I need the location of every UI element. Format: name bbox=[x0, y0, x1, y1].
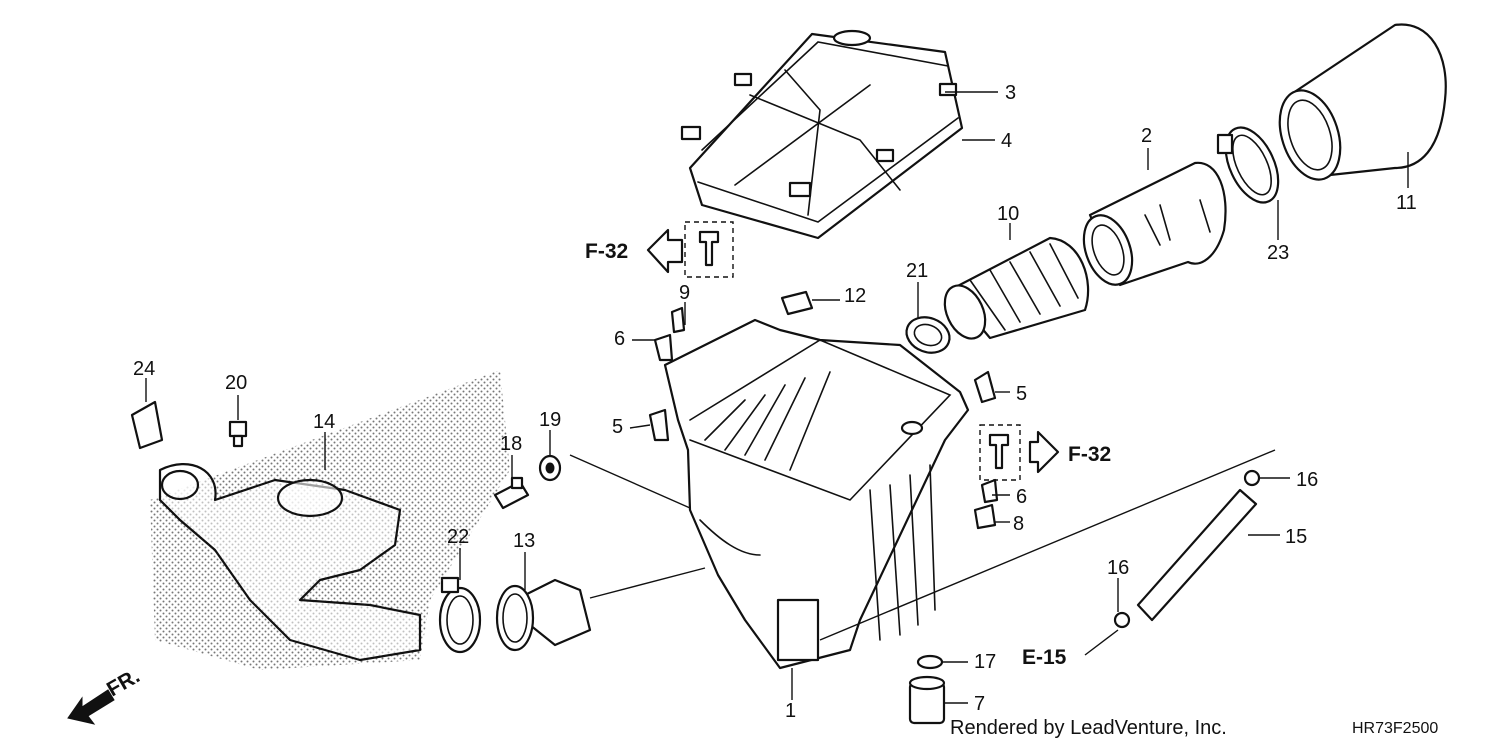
connecting-tube bbox=[495, 578, 592, 652]
callout-5-right: 5 bbox=[1016, 383, 1027, 405]
air-filter-element bbox=[1082, 161, 1227, 287]
callout-4: 4 bbox=[1001, 130, 1012, 152]
callout-19: 19 bbox=[539, 409, 561, 431]
callout-13: 13 bbox=[513, 530, 535, 552]
callout-21: 21 bbox=[906, 260, 928, 282]
callout-3: 3 bbox=[1005, 82, 1016, 104]
air-cleaner-case bbox=[663, 318, 970, 670]
clamp-21 bbox=[905, 316, 951, 354]
intake-boot bbox=[943, 236, 1090, 340]
sensor-18 bbox=[493, 476, 530, 510]
clip-24 bbox=[130, 400, 164, 450]
callout-18: 18 bbox=[500, 433, 522, 455]
intake-duct bbox=[150, 370, 510, 670]
drain-tube bbox=[908, 675, 946, 725]
callout-8: 8 bbox=[1013, 513, 1024, 535]
callout-2: 2 bbox=[1141, 125, 1152, 147]
pre-filter-cover bbox=[1278, 23, 1447, 181]
band-clamp-23 bbox=[1216, 126, 1280, 204]
callout-16-lower: 16 bbox=[1107, 557, 1129, 579]
f32-arrow-left bbox=[646, 228, 684, 274]
callout-6-lower: 6 bbox=[1016, 486, 1027, 508]
f32-detail-upper bbox=[684, 221, 734, 278]
callout-20: 20 bbox=[225, 372, 247, 394]
callout-5-left: 5 bbox=[612, 416, 623, 438]
bolt-20 bbox=[228, 420, 248, 448]
pad-12 bbox=[780, 290, 814, 316]
ref-f32-upper: F-32 bbox=[585, 240, 628, 263]
callout-9: 9 bbox=[679, 282, 690, 304]
callout-14: 14 bbox=[313, 411, 335, 433]
callout-10: 10 bbox=[997, 203, 1019, 225]
callout-6-upper: 6 bbox=[614, 328, 625, 350]
footer-credit: Rendered by LeadVenture, Inc. bbox=[950, 717, 1227, 739]
callout-15: 15 bbox=[1285, 526, 1307, 548]
callout-23: 23 bbox=[1267, 242, 1289, 264]
callout-22: 22 bbox=[447, 526, 469, 548]
clamp-22 bbox=[438, 576, 482, 654]
f32-detail-lower bbox=[979, 424, 1021, 481]
f32-arrow-right bbox=[1028, 430, 1060, 474]
callout-12: 12 bbox=[844, 285, 866, 307]
callout-numbers: 3 4 2 11 10 23 21 12 9 6 5 24 20 14 19 1… bbox=[133, 82, 1417, 722]
grommet-19 bbox=[538, 454, 562, 482]
air-cleaner-cover bbox=[680, 29, 964, 240]
callout-16-upper: 16 bbox=[1296, 469, 1318, 491]
leader-lines bbox=[145, 91, 1409, 704]
callout-11: 11 bbox=[1396, 192, 1417, 214]
breather-hose bbox=[1136, 488, 1258, 622]
front-direction-arrow bbox=[67, 689, 115, 725]
callout-17: 17 bbox=[974, 651, 996, 673]
ref-f32-lower: F-32 bbox=[1068, 443, 1111, 466]
ref-e15: E-15 bbox=[1022, 646, 1067, 669]
fastener-clips bbox=[648, 306, 1261, 670]
diagram-code: HR73F2500 bbox=[1352, 720, 1438, 737]
callout-24: 24 bbox=[133, 358, 155, 380]
callout-1: 1 bbox=[785, 700, 796, 722]
callout-7: 7 bbox=[974, 693, 985, 715]
